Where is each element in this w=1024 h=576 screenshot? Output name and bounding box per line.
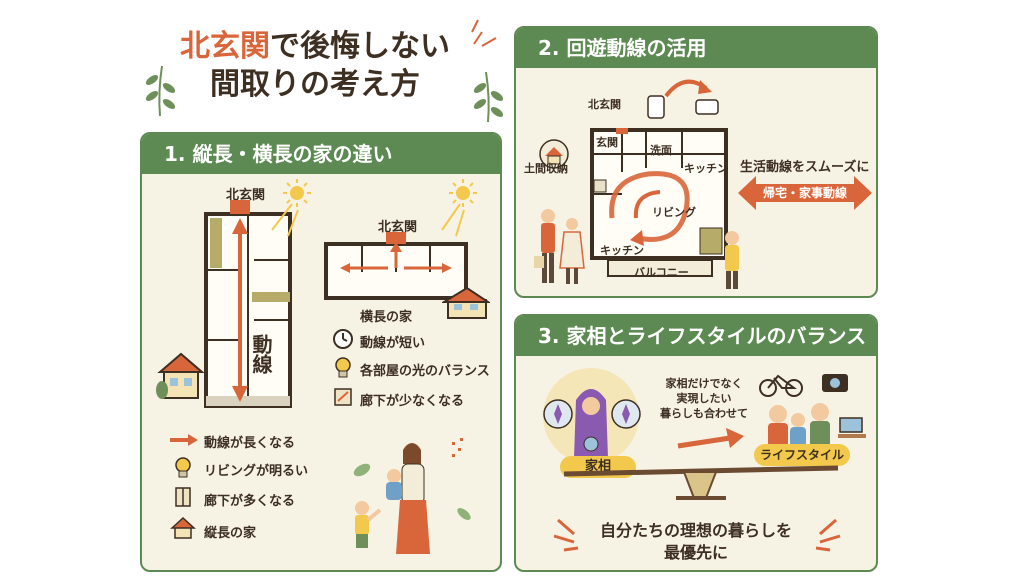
legend-4: 縦長の家 [204, 526, 257, 541]
title-line1: で後悔しない [270, 29, 450, 64]
legend-1: 動線が長くなる [204, 436, 296, 451]
legend-3: 廊下が多くなる [204, 494, 296, 509]
panel-circulation: 2. 回遊動線の活用 [514, 26, 878, 298]
long-arrow-icon [170, 434, 198, 446]
speech-line-1: 家相だけでなく [665, 377, 743, 390]
wide-house-name: 横長の家 [360, 310, 413, 325]
family-illustration [353, 438, 471, 554]
conclusion-line-1: 自分たちの理想の暮らしを [599, 521, 792, 540]
plan-entrance: 玄関 [596, 136, 618, 149]
lightbulb-icon-2 [175, 457, 191, 478]
tall-house-floorplan [204, 200, 292, 408]
panel2-heading: 2. 回遊動線の活用 [516, 28, 876, 68]
seesaw-balance [563, 465, 839, 500]
circulation-arrow-label: 帰宅・家事動線 [762, 186, 847, 200]
emphasis-lines-left [553, 518, 579, 552]
wide-point-3: 廊下が少なくなる [360, 394, 465, 409]
corridor-icon [175, 487, 191, 507]
tall-flow-label: 動線 [249, 334, 273, 374]
legend-2: リビングが明るい [204, 464, 309, 479]
conclusion-text: 自分たちの理想の暮らしを 最優先に [586, 520, 806, 564]
title-line2: 間取りの考え方 [210, 67, 420, 102]
page-title: 北玄関で後悔しない 間取りの考え方 [150, 28, 480, 104]
panel-balance: 3. 家相とライフスタイルのバランス 家相 家相だけでなく 実現したい 暮らしも… [514, 314, 878, 572]
speech-line-2: 実現したい [676, 392, 732, 405]
circulation-caption: 生活動線をスムーズに [740, 160, 870, 175]
right-arrow-icon [677, 428, 744, 449]
plan-storage: 土間収納 [524, 162, 568, 175]
speech-line-3: 暮らしも合わせて [660, 407, 748, 420]
panel3-heading: 3. 家相とライフスタイルのバランス [516, 316, 876, 356]
sunlight-arrows-icon [271, 203, 299, 237]
tall-north-entrance-label: 北玄関 [226, 188, 266, 203]
conclusion-line-2: 最優先に [663, 543, 728, 562]
leaf-branch-left-icon [145, 65, 176, 117]
lightbulb-icon [335, 357, 351, 378]
plan-north-entrance: 北玄関 [588, 98, 621, 111]
sparkle-lines-icon [471, 19, 497, 47]
lifestyle-tag: ライフスタイル [754, 444, 850, 466]
sun-icon-2 [449, 179, 477, 207]
fortune-teller-illustration [543, 368, 641, 464]
leaf-branch-right-icon [473, 71, 504, 123]
double-arrow-banner [738, 176, 872, 210]
tall-house-icon [156, 352, 205, 399]
sunlight-arrows-icon-2 [441, 203, 465, 237]
sun-icon [283, 179, 311, 207]
panel-house-shapes: 1. 縦長・横長の家の違い 北玄関 動線 北玄関 [140, 132, 502, 572]
plan-living: リビング [652, 206, 696, 219]
emphasis-lines-right [815, 518, 841, 552]
plan-kitchen-bottom: キッチン [600, 244, 644, 257]
lifestyle-family-illustration [759, 374, 866, 447]
panel1-heading: 1. 縦長・横長の家の違い [142, 134, 500, 174]
plan-balcony: バルコニー [634, 266, 689, 279]
wide-point-2: 各部屋の光のバランス [360, 364, 490, 379]
speech-text: 家相だけでなく 実現したい 暮らしも合わせて [644, 376, 764, 421]
wide-north-entrance-label: 北玄関 [378, 220, 418, 235]
wide-house-icon [442, 286, 490, 319]
plan-wash: 洗面 [650, 144, 672, 157]
wide-house-floorplan [324, 232, 468, 300]
title-accent: 北玄関 [180, 29, 270, 64]
plan-kitchen-top: キッチン [684, 162, 728, 175]
house-icon [170, 516, 196, 539]
wide-point-1: 動線が短い [360, 336, 426, 351]
circulation-floorplan [534, 79, 739, 289]
hallway-icon [334, 388, 352, 406]
clock-icon [333, 329, 353, 349]
